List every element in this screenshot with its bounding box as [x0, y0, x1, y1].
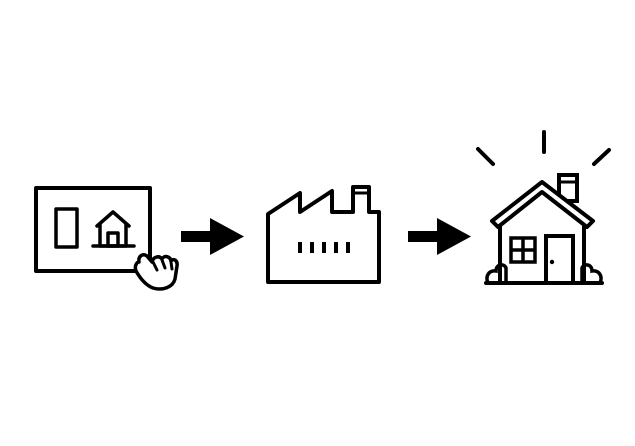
house-door	[544, 234, 575, 285]
house-window	[509, 236, 537, 264]
factory-icon	[266, 185, 381, 284]
new-house-icon	[484, 173, 604, 285]
tablet-frame	[34, 186, 152, 273]
tapping-hand-icon	[133, 253, 179, 291]
door-panel-icon	[54, 207, 79, 249]
step-manufacture	[266, 185, 381, 284]
factory-body	[266, 185, 381, 284]
step-order	[34, 186, 179, 291]
step-delivered	[476, 130, 611, 285]
arrow-right-icon	[408, 218, 471, 255]
door-knob	[549, 259, 555, 265]
arrow-right-icon	[181, 218, 244, 255]
shine-rays-icon	[476, 130, 611, 166]
small-house-icon	[91, 210, 136, 248]
factory-windows	[298, 242, 350, 253]
tablet-order-icon	[34, 186, 152, 273]
